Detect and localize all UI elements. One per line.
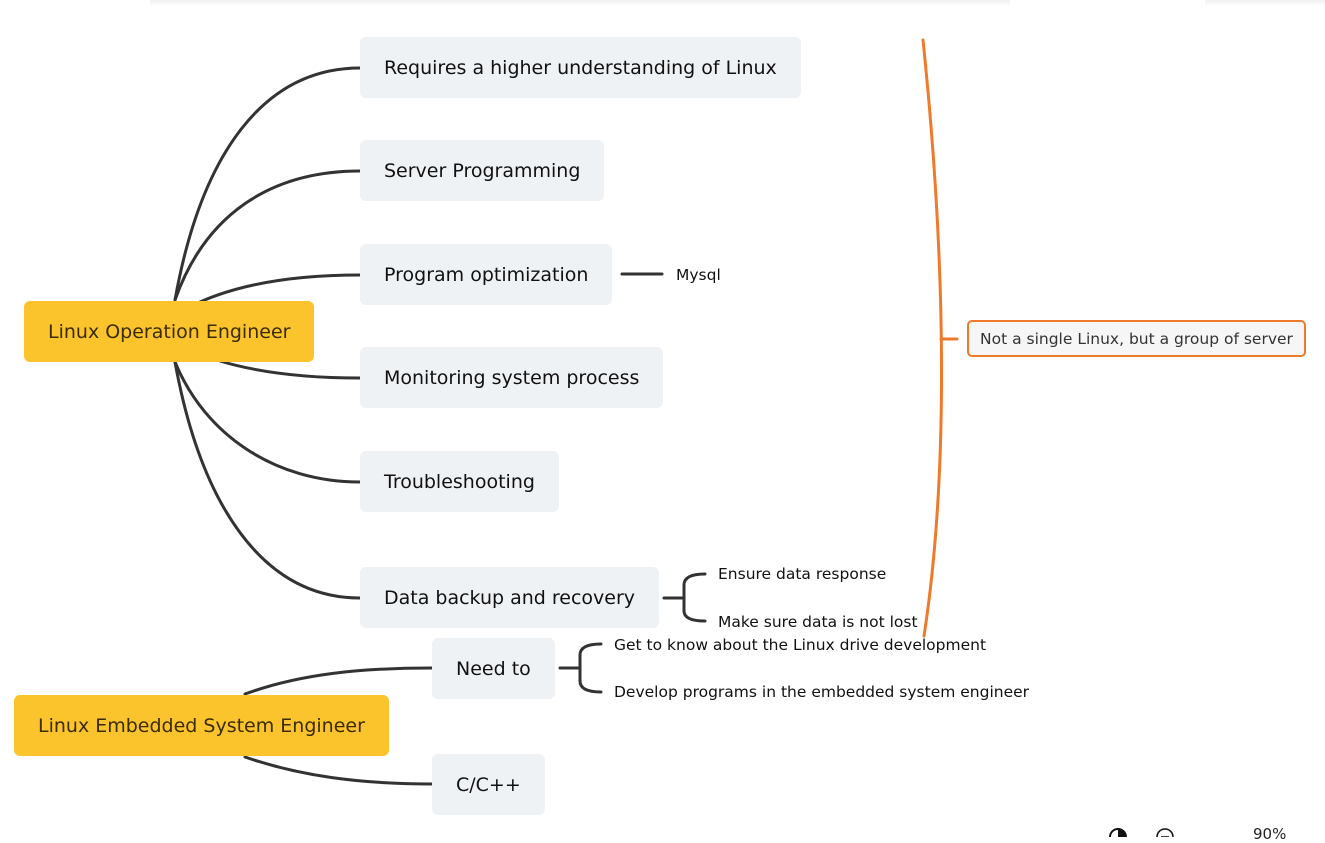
leaf-ensure-data-response[interactable]: Ensure data response: [718, 565, 887, 583]
leaf-develop-embedded-programs[interactable]: Develop programs in the embedded system …: [614, 683, 1030, 701]
top-toolbar-shadow: [150, 0, 1010, 6]
connector-operation-to-data-backup: [173, 360, 362, 600]
leaf-mysql[interactable]: Mysql: [676, 266, 721, 284]
connector-operation-to-program-optimization: [198, 273, 362, 304]
root-linux-operation-engineer[interactable]: Linux Operation Engineer: [24, 301, 315, 362]
connector-operation-to-server-programming: [173, 169, 362, 302]
zoom-level[interactable]: 90%: [1253, 825, 1287, 843]
topic-c-cpp[interactable]: C/C++: [432, 754, 545, 815]
topic-troubleshooting[interactable]: Troubleshooting: [360, 451, 559, 512]
leaf-data-not-lost[interactable]: Make sure data is not lost: [718, 613, 918, 631]
top-toolbar-shadow-right: [1205, 0, 1325, 6]
connector-embedded-to-cpp: [243, 755, 434, 786]
bracket-need-to: [558, 642, 603, 694]
topic-need-to[interactable]: Need to: [432, 638, 555, 699]
connector-operation-to-monitoring: [218, 359, 362, 380]
zoom-out-icon[interactable]: [1154, 827, 1176, 837]
bracket-data-backup: [662, 572, 707, 623]
summary-callout[interactable]: Not a single Linux, but a group of serve…: [967, 320, 1306, 357]
root-linux-embedded-system-engineer[interactable]: Linux Embedded System Engineer: [14, 695, 389, 756]
topic-server-programming[interactable]: Server Programming: [360, 140, 605, 201]
leaf-linux-drive-development[interactable]: Get to know about the Linux drive develo…: [614, 636, 987, 654]
contrast-icon[interactable]: [1108, 827, 1128, 837]
topic-program-optimization[interactable]: Program optimization: [360, 244, 613, 305]
connector-embedded-to-need-to: [243, 666, 434, 696]
connector-operation-to-troubleshooting: [173, 360, 362, 484]
topic-linux-understanding[interactable]: Requires a higher understanding of Linux: [360, 37, 801, 98]
topic-monitoring-system-process[interactable]: Monitoring system process: [360, 347, 664, 408]
topic-data-backup-recovery[interactable]: Data backup and recovery: [360, 567, 660, 628]
connector-operation-to-linux-understanding: [173, 66, 362, 302]
summary-brace: [921, 38, 959, 638]
